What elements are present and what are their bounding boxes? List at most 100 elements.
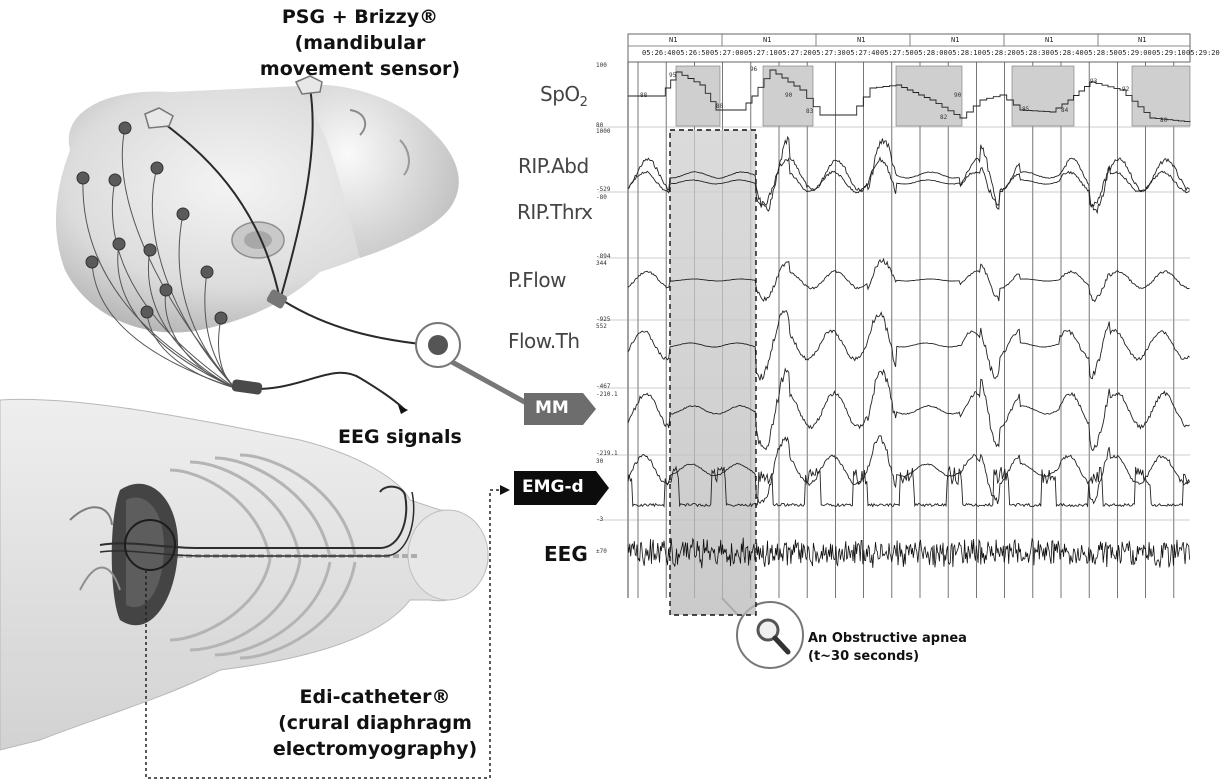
- page-title: PSG + Brizzy® (mandibular movement senso…: [250, 4, 470, 82]
- rip-abd-trace: [627, 135, 1190, 215]
- spo2-text: SpO: [540, 82, 580, 106]
- scale-tick: -529: [596, 186, 611, 193]
- eeg-cable-connector: [231, 379, 263, 395]
- channel-label-rip-abd: RIP.Abd: [518, 154, 589, 178]
- mm-sensor-bubble: [415, 322, 532, 408]
- emgd-tag: EMG-d: [522, 477, 584, 497]
- eeg-signals-label: EEG signals: [338, 426, 462, 448]
- spo2-value: 80: [716, 103, 724, 110]
- scale-tick: ±70: [596, 548, 607, 555]
- scale-tick: 30: [596, 458, 604, 465]
- mm-trace: [627, 367, 1190, 452]
- stage-label: N1: [669, 36, 678, 44]
- spo2-value: 83: [806, 108, 814, 115]
- head-illustration: [55, 84, 459, 333]
- spo2-value: 95: [669, 72, 677, 79]
- time-label: 05:27:50: [880, 49, 914, 57]
- emg-dashed-connector: [145, 489, 506, 779]
- torso-illustration: [0, 398, 489, 751]
- emg-arrowhead: [500, 485, 510, 495]
- channel-label-flowth: Flow.Th: [508, 329, 580, 353]
- time-label: 05:27:40: [846, 49, 880, 57]
- edi-catheter-label: Edi-catheter® (crural diaphragm electrom…: [270, 684, 480, 762]
- time-label: 05:28:40: [1050, 49, 1084, 57]
- time-label: 05:27:10: [744, 49, 778, 57]
- mm-tag: MM: [535, 398, 569, 418]
- scale-tick: -80: [596, 194, 607, 201]
- spo2-trace: [628, 69, 1191, 122]
- scale-tick: 100: [596, 62, 607, 69]
- scale-tick: 344: [596, 260, 607, 267]
- spo2-desat-block: [1131, 65, 1191, 127]
- apnea-line-1: An Obstructive apnea: [808, 631, 967, 646]
- edi-line-2: (crural diaphragm: [278, 712, 472, 734]
- stage-label: N1: [857, 36, 866, 44]
- spo2-value: 90: [954, 92, 962, 99]
- time-label: 05:29:10: [1152, 49, 1186, 57]
- apnea-shade: [670, 130, 756, 615]
- time-label: 05:28:10: [948, 49, 982, 57]
- time-label: 05:27:20: [778, 49, 812, 57]
- mm-sensor-wires: [156, 87, 431, 411]
- channel-label-pflow: P.Flow: [508, 268, 566, 292]
- mm-tag-shape: [524, 393, 596, 425]
- spo2-desat-block: [895, 65, 963, 127]
- pflow-trace: [627, 257, 1190, 303]
- polysomnogram-panel: [598, 33, 1191, 616]
- rip-thrx-trace: [627, 156, 1190, 208]
- time-label: 05:28:30: [1016, 49, 1050, 57]
- stage-label: N1: [1045, 36, 1054, 44]
- mm-sensor-pad-left: [144, 107, 174, 129]
- time-label: 05:28:50: [1084, 49, 1118, 57]
- time-label: 05:28:00: [914, 49, 948, 57]
- time-label: 05:29:20: [1186, 49, 1220, 57]
- chest-trace: [627, 434, 1190, 505]
- title-line-2: (mandibular movement sensor): [259, 32, 461, 80]
- scale-tick: -467: [596, 383, 611, 390]
- spo2-desat-block: [762, 65, 814, 127]
- spo2-value: 85: [1022, 106, 1030, 113]
- title-line-1: PSG + Brizzy®: [281, 6, 439, 28]
- time-label: 05:26:40: [642, 49, 676, 57]
- header-box: [627, 33, 1191, 63]
- scale-tick: 552: [596, 323, 607, 330]
- scale-tick: -219.1: [596, 450, 618, 457]
- time-label: 05:27:00: [710, 49, 744, 57]
- spo2-value: 82: [940, 114, 948, 121]
- eeg-electrode-dots: [76, 121, 228, 325]
- scale-tick: -894: [596, 253, 611, 260]
- time-label: 05:28:20: [982, 49, 1016, 57]
- channel-label-spo2: SpO2: [540, 82, 588, 110]
- edi-line-1: Edi-catheter®: [299, 686, 451, 708]
- scale-tick: -3: [596, 516, 604, 523]
- scale-tick: -210.1: [596, 391, 618, 398]
- emgd-tag-shape: [514, 471, 609, 505]
- flowth-trace: [627, 310, 1190, 381]
- channel-label-eeg: EEG: [544, 542, 588, 566]
- illustration-canvas: [0, 33, 1191, 779]
- eeg-trace: [627, 537, 1190, 569]
- edi-line-3: electromyography): [272, 738, 478, 760]
- stage-label: N1: [763, 36, 772, 44]
- magnifier-icon: [721, 597, 804, 669]
- scale-tick: -925: [596, 316, 611, 323]
- time-label: 05:29:00: [1118, 49, 1152, 57]
- spo2-value: 80: [1160, 117, 1168, 124]
- spo2-value: 84: [1061, 107, 1069, 114]
- spo2-value: 93: [1090, 78, 1098, 85]
- stage-label: N1: [1138, 36, 1147, 44]
- mm-sensor-pad-right: [294, 75, 323, 95]
- emgd-trace: [627, 465, 1190, 508]
- channel-label-rip-thrx: RIP.Thrx: [517, 200, 593, 224]
- spo2-subscript: 2: [579, 95, 588, 110]
- spo2-value: 96: [750, 66, 758, 73]
- spo2-value: 88: [640, 92, 648, 99]
- spo2-value: 90: [785, 92, 793, 99]
- time-label: 05:27:30: [812, 49, 846, 57]
- scale-tick: 1000: [596, 128, 611, 135]
- apnea-label: An Obstructive apnea (t~30 seconds): [808, 630, 967, 666]
- spo2-value: 92: [1122, 86, 1130, 93]
- spo2-desat-block: [675, 65, 721, 127]
- eeg-arrowhead: [398, 405, 408, 414]
- time-label: 05:26:50: [676, 49, 710, 57]
